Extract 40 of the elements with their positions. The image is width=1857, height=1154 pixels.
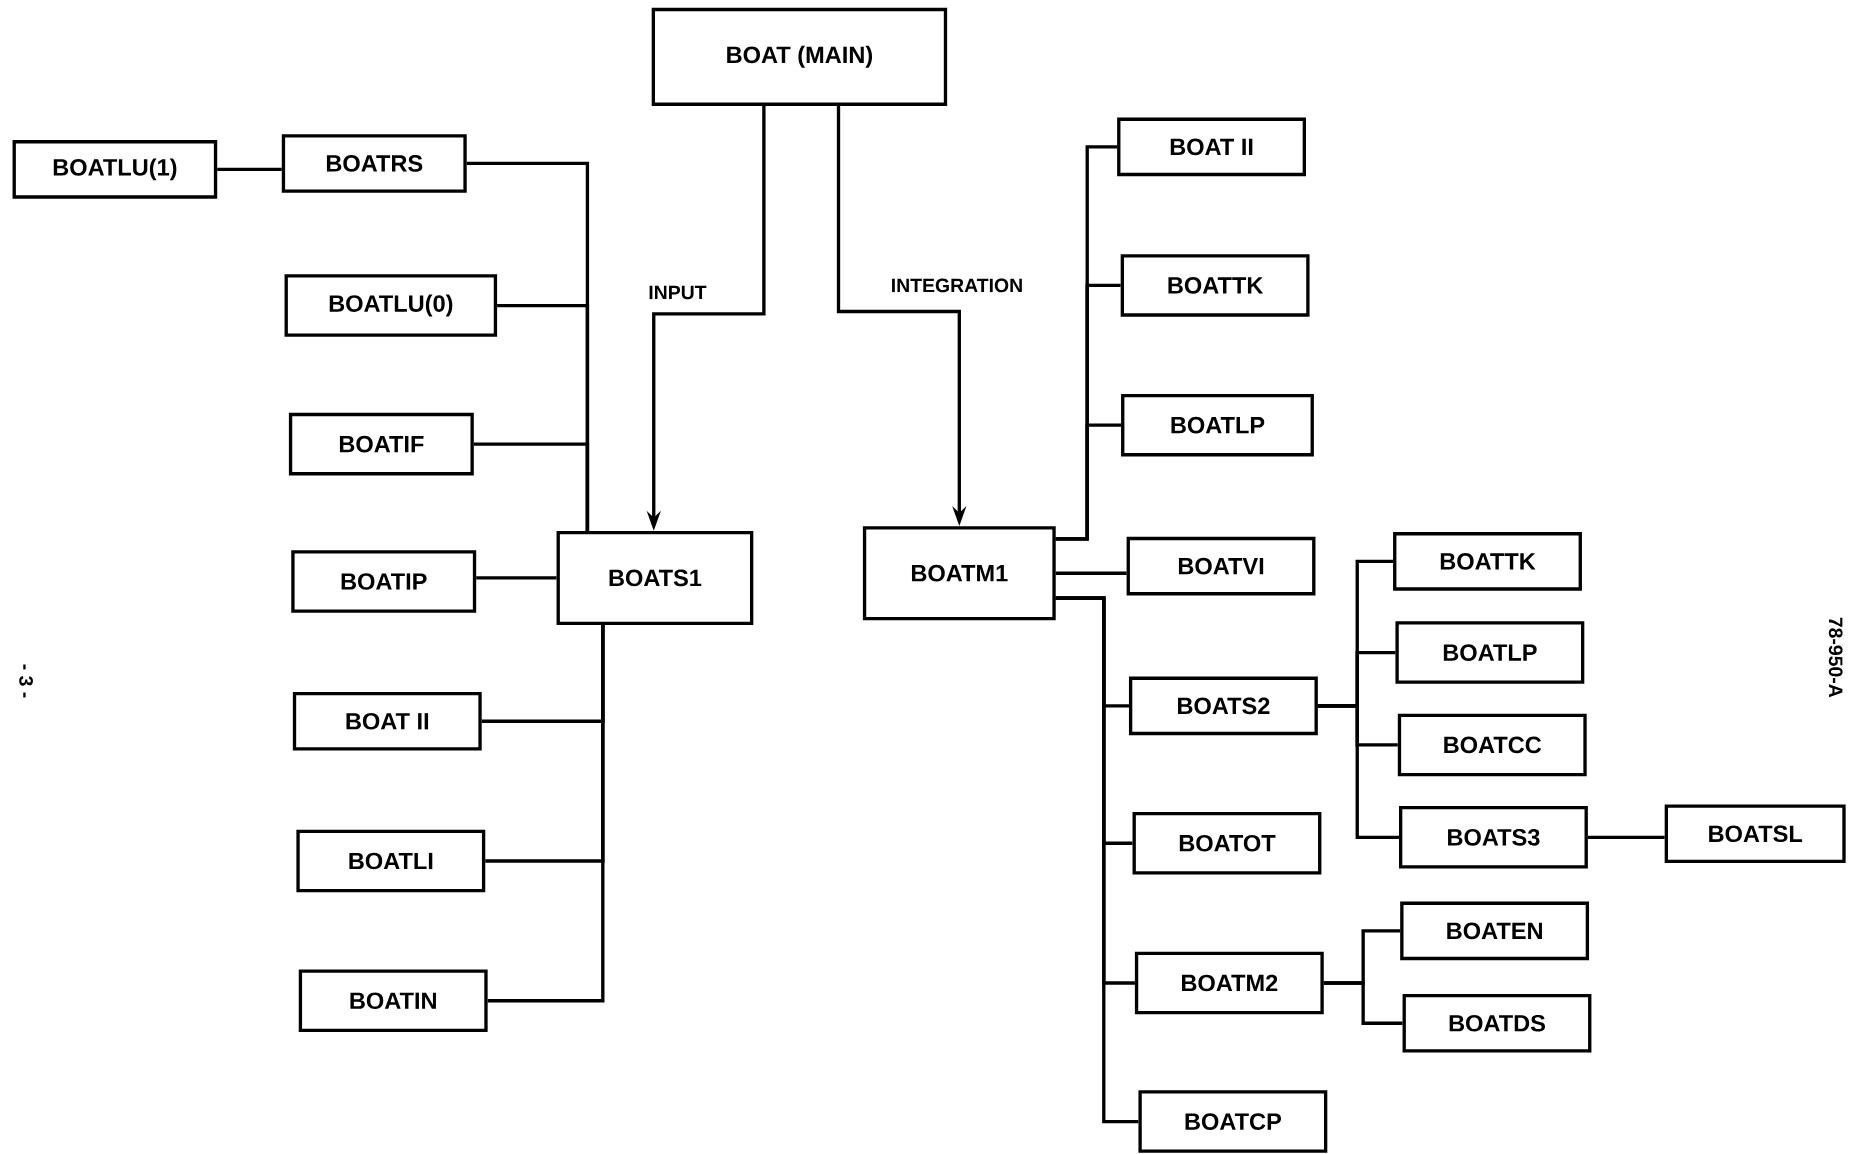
- program-box: BOAT II: [1117, 117, 1306, 177]
- connector-line: [1055, 596, 1139, 1124]
- program-box: BOATS1: [556, 531, 754, 626]
- program-box: BOATCC: [1397, 713, 1587, 777]
- connector-line: [1055, 423, 1122, 541]
- program-box: BOATM1: [862, 526, 1056, 621]
- program-box: BOAT II: [292, 692, 482, 751]
- program-box: BOATIP: [291, 550, 477, 613]
- program-box: BOAT (MAIN): [651, 8, 948, 107]
- program-box: BOATLI: [296, 829, 486, 893]
- program-box: BOATS3: [1399, 806, 1588, 869]
- connector-line: [217, 167, 282, 172]
- program-box: BOATLU(0): [284, 274, 498, 338]
- program-box: BOATTK: [1120, 254, 1310, 317]
- program-box: BOATOT: [1132, 812, 1322, 875]
- program-box: BOATCP: [1138, 1090, 1328, 1154]
- connector-line: [1323, 981, 1403, 1026]
- page-note: 78-950-A: [1828, 617, 1843, 698]
- program-box: BOATSL: [1664, 804, 1846, 864]
- connector-line: [1587, 835, 1665, 840]
- program-box: BOATS2: [1128, 676, 1318, 736]
- program-box: BOATLP: [1395, 621, 1585, 685]
- edge-label: INPUT: [646, 284, 708, 301]
- connector-line: [473, 442, 590, 532]
- page-note: - 3 -: [19, 664, 33, 698]
- connector-line: [487, 625, 605, 1003]
- program-box: BOATRS: [281, 134, 467, 193]
- program-box: BOATEN: [1400, 901, 1590, 961]
- program-box: BOATLP: [1121, 394, 1314, 457]
- edge-label: INTEGRATION: [889, 277, 1025, 294]
- program-box: BOATM2: [1134, 951, 1324, 1015]
- program-box: BOATDS: [1402, 994, 1592, 1053]
- program-box: BOATIF: [288, 413, 474, 476]
- connector-line: [1055, 571, 1127, 576]
- program-box: BOATLU(1): [12, 140, 218, 199]
- connector-line: [1317, 704, 1399, 840]
- program-box: BOATIN: [298, 969, 488, 1033]
- connector-line: [476, 576, 557, 580]
- program-box: BOATVI: [1126, 537, 1316, 596]
- program-box: BOATTK: [1393, 532, 1582, 591]
